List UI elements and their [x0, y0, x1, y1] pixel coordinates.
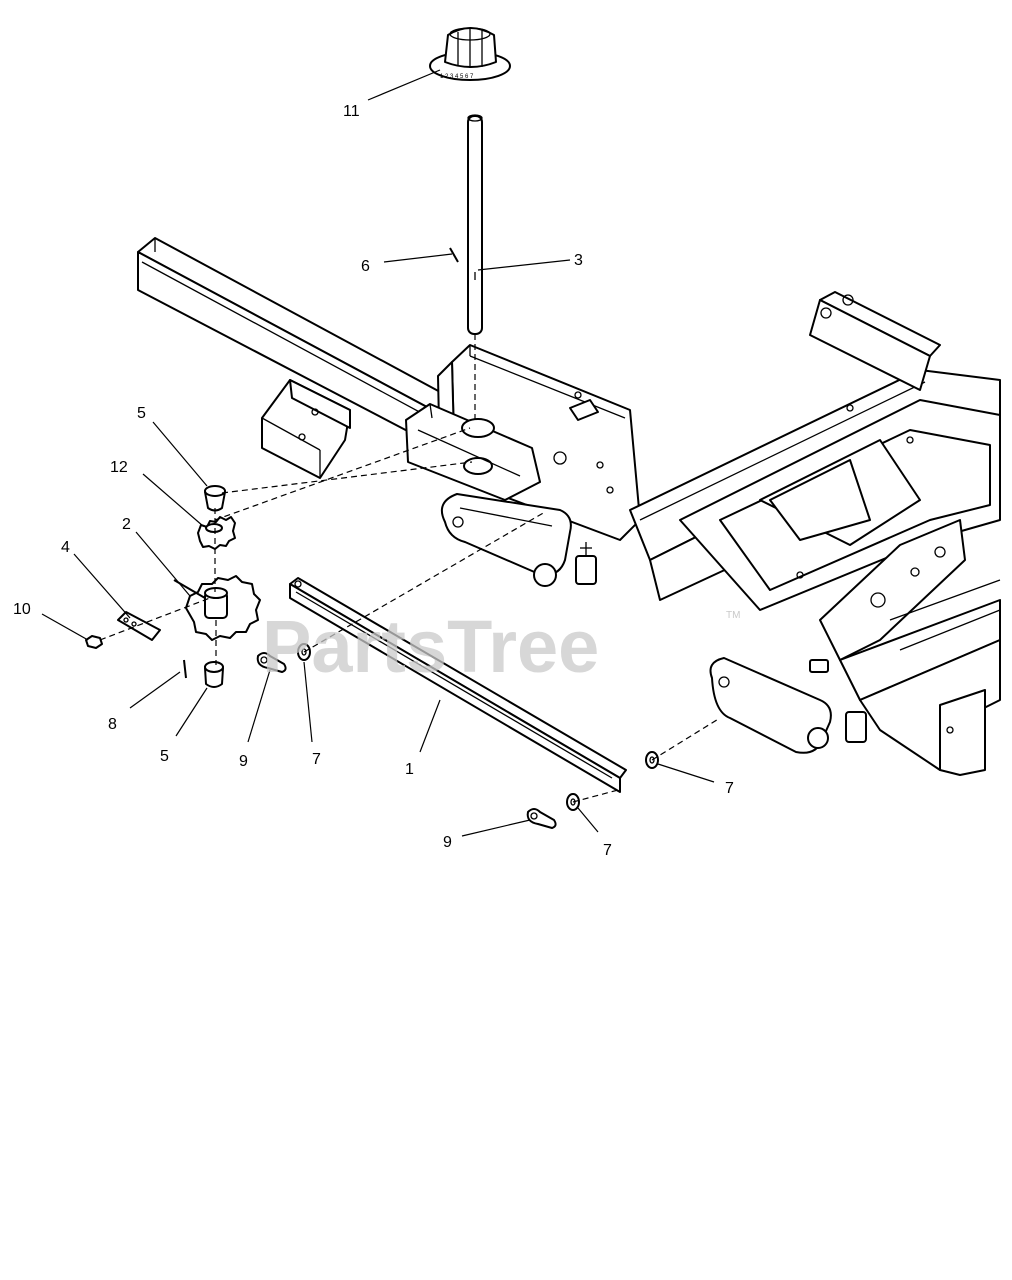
- callout-5-upper: 5: [137, 405, 146, 422]
- frame-mount-plate: [405, 403, 541, 501]
- part-12-gear: [197, 516, 236, 550]
- assembly-dash-lines: [99, 427, 721, 803]
- frame-pivot-arm-upper: [441, 493, 572, 587]
- part-1-link-bar: [289, 577, 627, 793]
- callout-7-a: 7: [312, 751, 321, 768]
- part-3-rod: [467, 114, 483, 335]
- callout-6: 6: [361, 258, 370, 275]
- callout-2: 2: [122, 516, 131, 533]
- frame-right-rear-rail: [839, 579, 1001, 776]
- callout-9-upper: 9: [239, 753, 248, 770]
- part-5-bushing-lower: [204, 661, 224, 688]
- callout-10: 10: [13, 601, 31, 618]
- part-2-sprocket: [173, 575, 261, 641]
- svg-text:1 2 3 4 5 6 7: 1 2 3 4 5 6 7: [440, 74, 474, 80]
- callout-5-lower: 5: [160, 748, 169, 765]
- frame-left-rail: [137, 237, 456, 449]
- callout-7-b: 7: [725, 780, 734, 797]
- callout-3: 3: [574, 252, 583, 269]
- watermark-text: PartsTree: [262, 605, 599, 688]
- callout-labels: 11 6 3 5 12 2 4 10 8 5 9 7 1 7 9 7: [13, 103, 734, 859]
- part-5-bushing-upper: [204, 485, 226, 512]
- part-6-pin: [449, 247, 459, 263]
- frame-spring-unit: [575, 542, 597, 585]
- callout-11: 11: [343, 103, 360, 120]
- callout-1: 1: [405, 761, 414, 778]
- callout-12: 12: [110, 459, 128, 476]
- callout-8: 8: [108, 716, 117, 733]
- part-4-tab: [117, 611, 161, 641]
- frame-pivot-arm-lower: [709, 657, 867, 754]
- callout-7-c: 7: [603, 842, 612, 859]
- part-8-key: [183, 659, 187, 679]
- watermark-trademark: TM: [726, 610, 740, 621]
- part-11-knob: 1 2 3 4 5 6 7: [429, 27, 511, 81]
- callout-4: 4: [61, 539, 70, 556]
- leader-lines: [41, 69, 715, 837]
- frame-deck-tray: [679, 399, 1001, 611]
- watermark: PartsTree TM: [262, 605, 740, 688]
- part-10-nut: [85, 635, 103, 649]
- part-9-clip-upper: [256, 652, 287, 673]
- frame-rail-bracket: [261, 379, 351, 479]
- callout-9-lower: 9: [443, 834, 452, 851]
- part-9-clip-lower: [526, 808, 557, 829]
